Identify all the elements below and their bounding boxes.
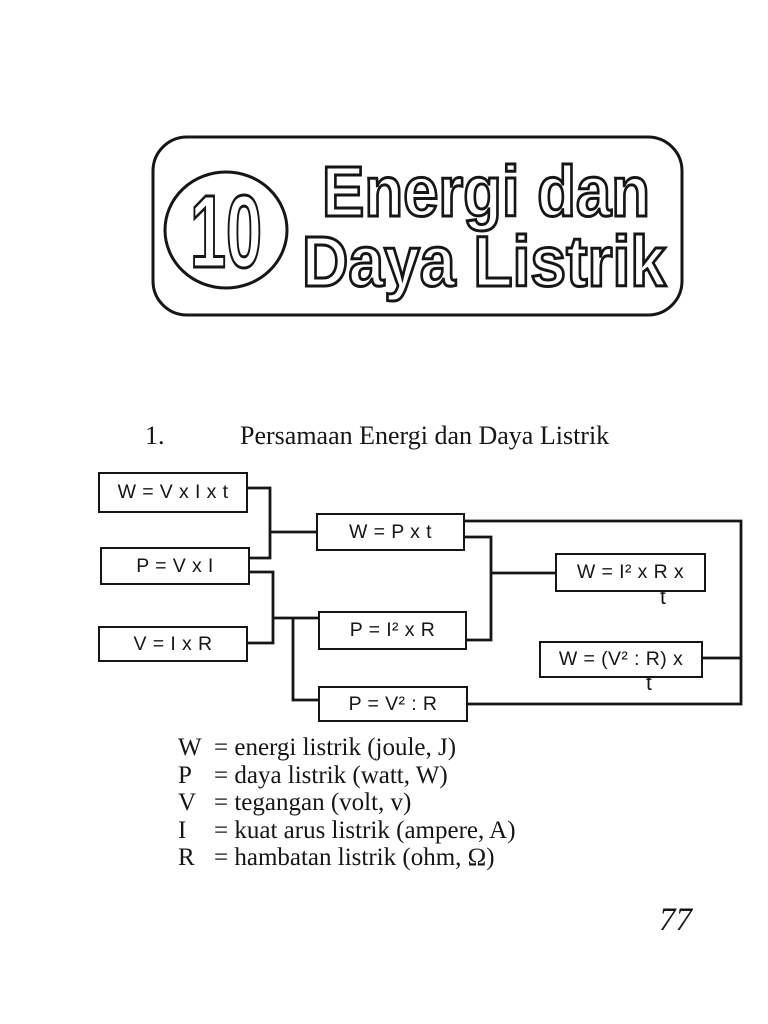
- overflow-t-wi2rt: t: [660, 586, 666, 609]
- legend-symbol: R: [178, 844, 195, 872]
- formula-box-pvi: P = V x I: [100, 547, 250, 585]
- legend-row: P = daya listrik (watt, W): [178, 762, 516, 790]
- chapter-banner-outline: [151, 135, 684, 317]
- chapter-number: 10: [190, 174, 262, 289]
- formula-box-wpt: W = P x t: [316, 513, 465, 551]
- connector-wpt-right-loop: [465, 519, 743, 706]
- symbol-legend: W = energi listrik (joule, J) P = daya l…: [178, 734, 516, 872]
- legend-row: I = kuat arus listrik (ampere, A): [178, 817, 516, 845]
- chapter-title-line1: Energi dan: [322, 153, 650, 232]
- legend-row: V = tegangan (volt, v): [178, 789, 516, 817]
- legend-row: R = hambatan listrik (ohm, Ω): [178, 844, 516, 872]
- formula-box-pv2r: P = V² : R: [318, 686, 468, 722]
- page-number: 77: [659, 902, 692, 938]
- legend-definition: = kuat arus listrik (ampere, A): [214, 816, 516, 844]
- chapter-title-line2: Daya Listrik: [302, 223, 666, 302]
- connector-wvit-pvi-bus: [248, 486, 272, 560]
- section-title: Persamaan Energi dan Daya Listrik: [240, 421, 610, 450]
- formula-box-wv2rt: W = (V² : R) x: [539, 641, 703, 678]
- formula-box-wi2rt: W = I² x R x: [555, 553, 706, 592]
- connector-wpt-pi2r-bus: [465, 535, 493, 642]
- legend-symbol: I: [178, 816, 187, 844]
- legend-row: W = energi listrik (joule, J): [178, 734, 516, 762]
- legend-symbol: W: [178, 734, 202, 761]
- formula-box-vir: V = I x R: [98, 626, 248, 662]
- legend-definition: = tegangan (volt, v): [214, 789, 412, 817]
- legend-definition: = energi listrik (joule, J): [214, 734, 457, 761]
- connector-to-pv2r: [291, 618, 318, 702]
- legend-definition: = daya listrik (watt, W): [214, 761, 448, 789]
- legend-symbol: V: [178, 789, 197, 817]
- connector-pvi-vir-bus: [248, 570, 275, 645]
- legend-definition: = hambatan listrik (ohm, Ω): [214, 844, 495, 872]
- section-number: 1.: [145, 421, 165, 450]
- chapter-number-circle: [163, 170, 289, 290]
- section-heading: 1. Persamaan Energi dan Daya Listrik: [145, 421, 685, 455]
- formula-box-wvit: W = V x I x t: [98, 472, 248, 513]
- overflow-t-wv2rt: t: [646, 672, 652, 695]
- formula-box-pi2r: P = I² x R: [318, 611, 467, 650]
- legend-symbol: P: [178, 761, 192, 789]
